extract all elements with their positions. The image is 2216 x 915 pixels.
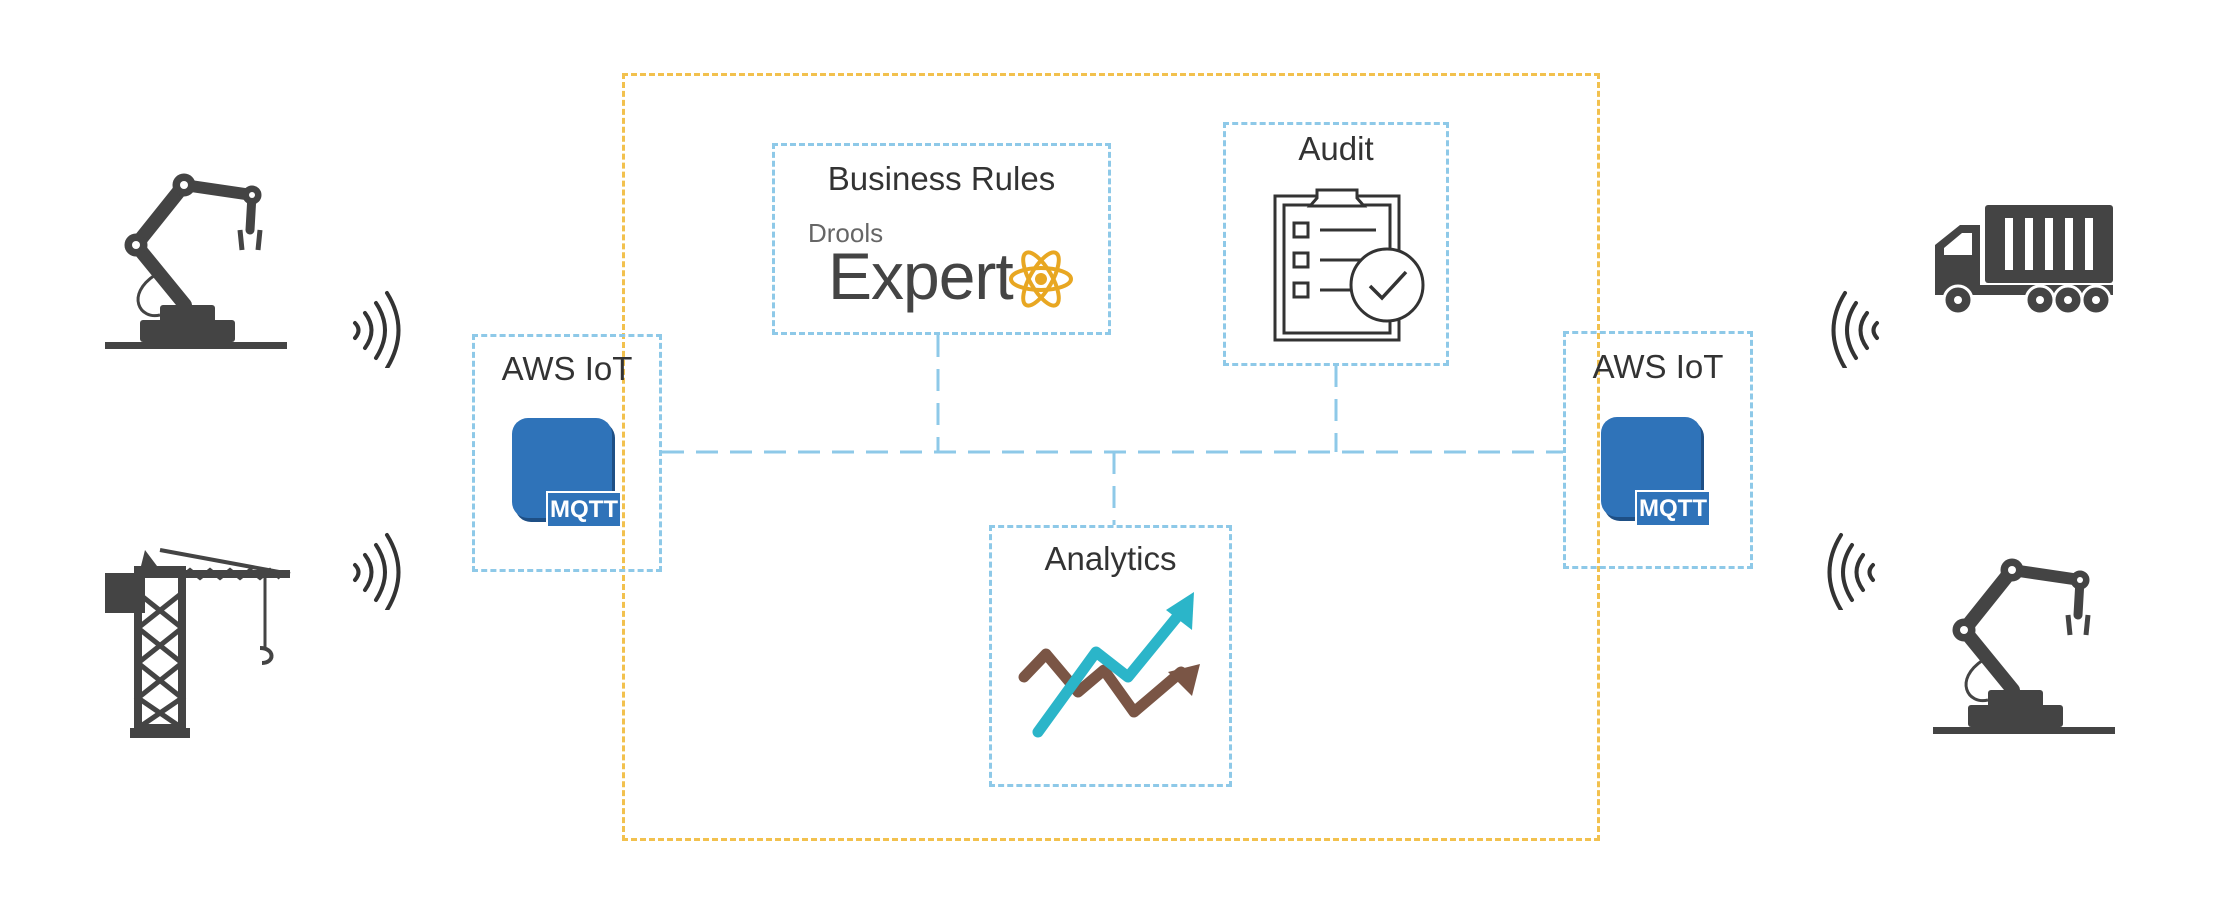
audit-title: Audit <box>1298 130 1374 167</box>
truck-icon <box>1935 205 2113 316</box>
aws-iot-left-icon: MQTT <box>512 418 622 528</box>
business-rules-title: Business Rules <box>827 160 1056 197</box>
tower-crane-icon <box>105 548 291 738</box>
analytics-title: Analytics <box>1044 540 1177 577</box>
analytics-box <box>989 525 1232 787</box>
drools-expert-text: Expert <box>828 239 1014 313</box>
audit-box <box>1223 122 1449 366</box>
robot-arm-icon <box>1933 558 2115 734</box>
aws-iot-right-title: AWS IoT <box>1592 348 1724 385</box>
mqtt-badge: MQTT <box>1635 490 1711 527</box>
wireless-signal-icon <box>353 533 401 610</box>
wireless-signal-icon <box>353 291 401 368</box>
platform-boundary <box>622 73 1600 841</box>
drools-atom-icon <box>1009 250 1073 308</box>
aws-iot-right-icon: MQTT <box>1601 417 1711 527</box>
robot-arm-icon <box>105 173 287 349</box>
mqtt-badge: MQTT <box>546 491 622 528</box>
trend-chart-icon <box>1018 592 1200 738</box>
drools-small-text: Drools <box>808 218 884 248</box>
aws-iot-right-box <box>1563 331 1753 569</box>
business-rules-box <box>772 143 1111 335</box>
aws-iot-left-box <box>472 334 662 572</box>
wireless-signal-icon <box>1827 533 1875 610</box>
clipboard-checklist-icon <box>1273 188 1425 342</box>
wireless-signal-icon <box>1831 291 1879 368</box>
aws-iot-left-title: AWS IoT <box>501 350 633 387</box>
